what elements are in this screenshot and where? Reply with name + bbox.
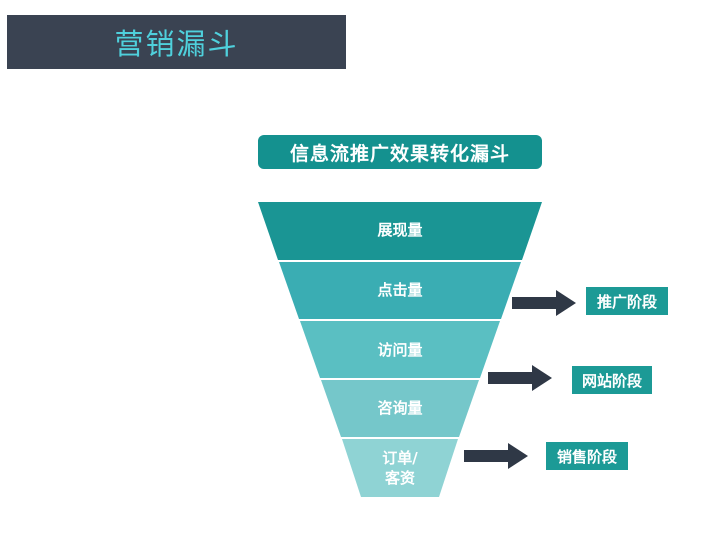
funnel-title: 信息流推广效果转化漏斗	[258, 135, 542, 169]
stage-label-clicks: 点击量	[377, 281, 423, 299]
funnel-stage-5	[342, 439, 458, 497]
slide-title: 营销漏斗	[114, 27, 239, 61]
phase-promotion: 推广阶段	[586, 287, 668, 315]
stage-label-inquiries: 咨询量	[377, 399, 423, 417]
arrow-right-icon	[488, 365, 552, 391]
funnel-stage-3	[300, 321, 500, 378]
phase-sales: 销售阶段	[546, 442, 628, 470]
funnel-stage-1	[258, 202, 542, 260]
phase-website: 网站阶段	[572, 366, 652, 394]
stage-label-orders: 订单/ 客资	[382, 449, 418, 487]
funnel-stage-4	[321, 380, 479, 437]
arrow-right-icon	[512, 290, 576, 316]
slide-title-banner: 营销漏斗	[7, 15, 346, 69]
arrow-right-icon	[464, 443, 528, 469]
stage-label-visits: 访问量	[377, 341, 423, 359]
stage-label-impressions: 展现量	[377, 221, 423, 239]
funnel-stage-2	[279, 262, 521, 319]
